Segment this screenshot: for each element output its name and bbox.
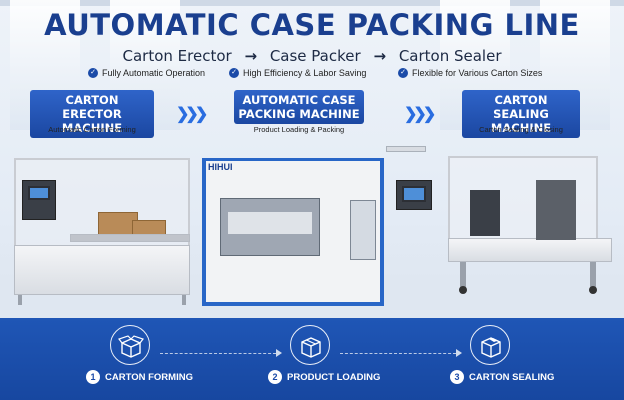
feature-item: ✓ Fully Automatic Operation (88, 68, 205, 78)
erector-machine-label: CARTON ERECTOR MACHINE (30, 90, 154, 138)
label-line: CARTON SEALING (493, 93, 549, 121)
feature-item: ✓ High Efficiency & Labor Saving (229, 68, 366, 78)
label-line: MACHINE (490, 121, 552, 135)
erector-caption: Automatic Carton Forming (48, 125, 136, 134)
feature-item: ✓ Flexible for Various Carton Sizes (398, 68, 542, 78)
packing-caption: Product Loading & Packing (253, 125, 345, 134)
step-label: CARTON FORMING (105, 371, 193, 383)
check-icon: ✓ (398, 68, 408, 78)
step-number: 2 (268, 370, 282, 384)
flow-arrow-icon: → (373, 47, 387, 65)
step-item: 2 PRODUCT LOADING (268, 370, 380, 384)
packing-machine-label: AUTOMATIC CASE PACKING MACHINE (234, 90, 364, 124)
brand-logo: HIHUI (208, 162, 233, 172)
check-icon: ✓ (229, 68, 239, 78)
label-line: MACHINE (61, 121, 123, 135)
sealing-machine-label: CARTON SEALING MACHINE (462, 90, 580, 138)
carton-erector-machine (12, 150, 198, 310)
label-line: CARTON ERECTOR (62, 93, 122, 121)
feature-label: Flexible for Various Carton Sizes (412, 68, 543, 78)
feature-label: High Efficiency & Labor Saving (243, 68, 367, 78)
step-label: PRODUCT LOADING (287, 371, 381, 383)
chevron-right-icon: ❯❯❯ (404, 106, 436, 123)
chevron-right-icon: ❯❯❯ (176, 106, 208, 123)
page-title: AUTOMATIC CASE PACKING LINE (44, 8, 580, 42)
label-line: AUTOMATIC CASE (242, 93, 356, 107)
flow-arrow-icon: → (244, 47, 258, 65)
flow-step-erector: Carton Erector (122, 47, 232, 65)
flow-step-packer: Case Packer (269, 47, 361, 65)
carton-sealing-machine (440, 150, 620, 310)
process-flow: Carton Erector → Case Packer → Carton Se… (0, 47, 624, 65)
check-icon: ✓ (88, 68, 98, 78)
case-packing-machine: HIHUI (200, 140, 450, 310)
box-icon (290, 325, 330, 365)
sealing-caption: Carton Sealing & Closing (479, 125, 563, 134)
step-number: 3 (450, 370, 464, 384)
step-label: CARTON SEALING (469, 371, 555, 383)
feature-label: Fully Automatic Operation (102, 68, 206, 78)
background-beam (0, 0, 624, 6)
arrow-right-icon (456, 349, 462, 357)
step-number: 1 (86, 370, 100, 384)
step-connector (160, 353, 276, 354)
step-item: 1 CARTON FORMING (86, 370, 193, 384)
open-box-icon (110, 325, 150, 365)
step-connector (340, 353, 456, 354)
step-item: 3 CARTON SEALING (450, 370, 554, 384)
sealed-box-icon (470, 325, 510, 365)
flow-step-sealer: Carton Sealer (398, 47, 502, 65)
arrow-right-icon (276, 349, 282, 357)
label-line: PACKING MACHINE (238, 107, 360, 121)
